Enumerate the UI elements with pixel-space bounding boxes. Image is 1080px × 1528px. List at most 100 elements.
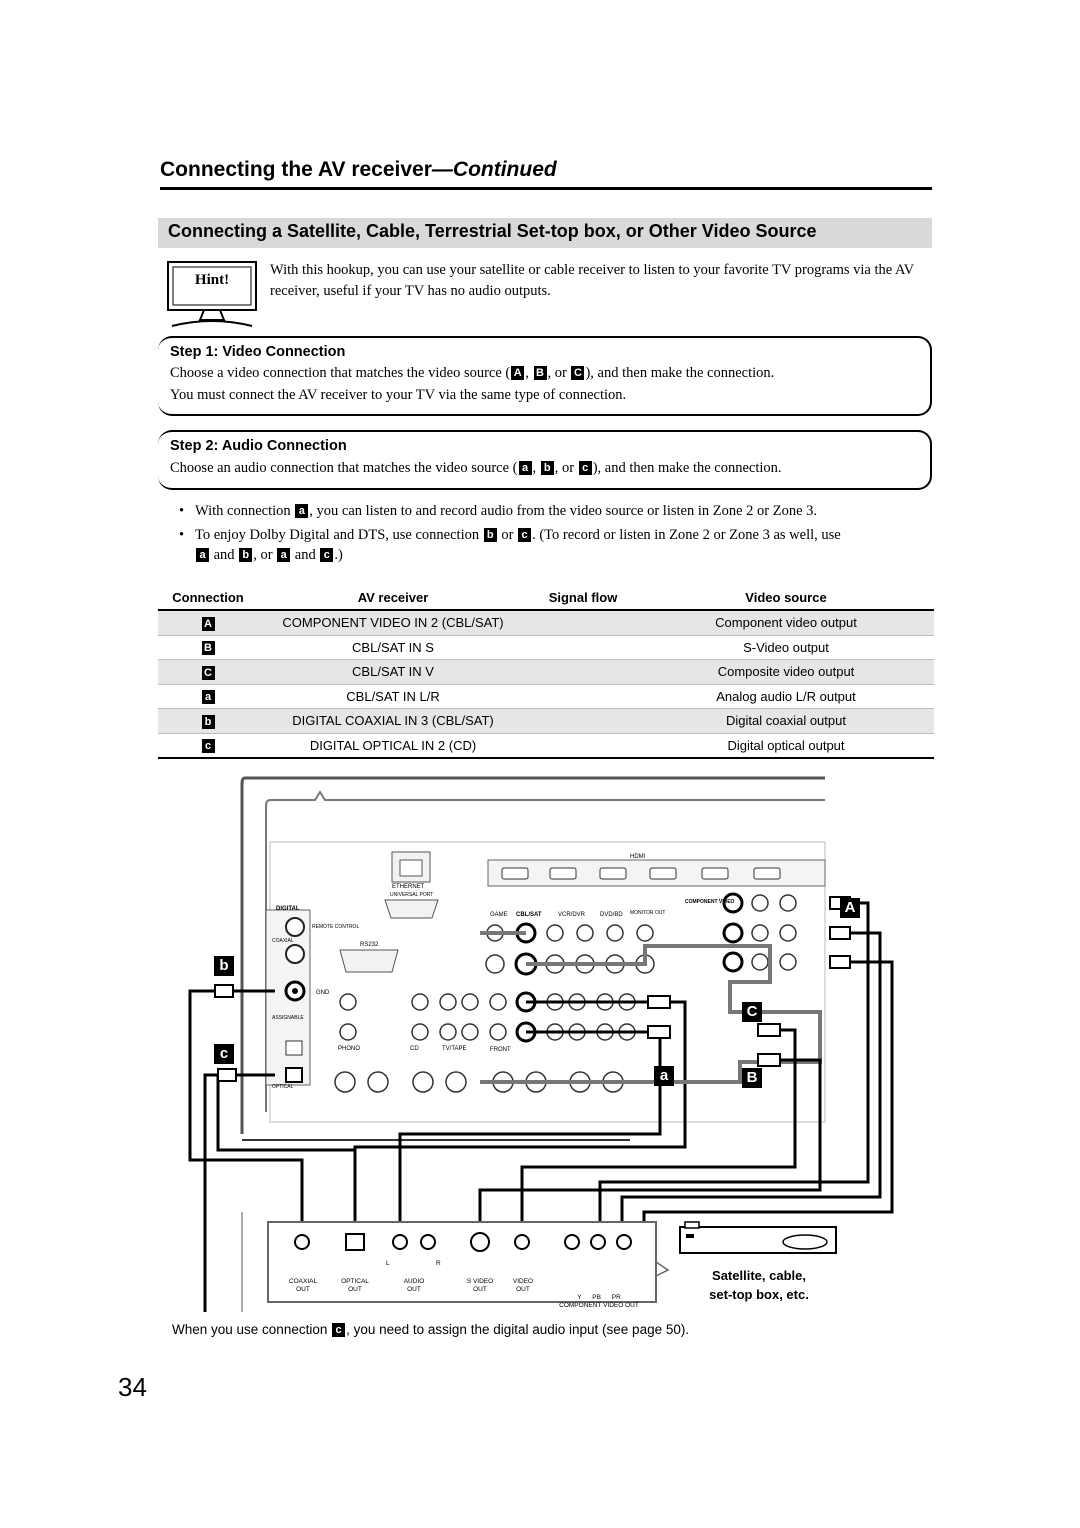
label-monitor-out: MONITOR OUT	[630, 910, 666, 916]
cell-signal-flow	[528, 684, 638, 709]
step2-sep2: , or	[554, 460, 578, 476]
video-out-l2: OUT	[516, 1286, 530, 1293]
bullet2-l2-badge2: b	[239, 548, 253, 562]
diagram-badge-A: A	[840, 898, 860, 918]
bullet2-badge2: c	[518, 528, 532, 542]
label-phono: PHONO	[338, 1046, 361, 1052]
bullet2-post: . (To record or listen in Zone 2 or Zone…	[532, 527, 841, 543]
label-r: R	[436, 1260, 441, 1267]
footnote-badge: c	[332, 1323, 346, 1337]
hint-tv-icon: Hint!	[164, 260, 260, 330]
cell-connection: a	[158, 684, 258, 709]
cell-av-receiver: CBL/SAT IN S	[258, 635, 528, 660]
page-header: Connecting the AV receiver—Continued	[160, 158, 557, 182]
cell-video-source: Component video output	[638, 610, 934, 636]
cell-video-source: Composite video output	[638, 659, 934, 685]
step1-sep1: ,	[525, 365, 533, 381]
header-continued: —Continued	[431, 158, 557, 181]
diagram-badge-c: c	[214, 1044, 234, 1064]
connection-badge: c	[201, 739, 215, 754]
bullet2-l2-and1: and	[210, 547, 239, 563]
cell-connection: c	[158, 733, 258, 759]
step1-line1-pre: Choose a video connection that matches t…	[170, 365, 511, 381]
step2-box: Step 2: Audio Connection Choose an audio…	[158, 430, 932, 490]
video-out-l1: VIDEO	[512, 1278, 534, 1285]
connection-badge: A	[201, 616, 215, 631]
connection-badge: b	[201, 714, 215, 729]
step1-title: Step 1: Video Connection	[170, 344, 346, 360]
component-out-l1: Y PB PR	[577, 1294, 621, 1301]
label-component-video: COMPONENT VIDEO	[685, 899, 735, 905]
bullet2-l2-or: , or	[253, 547, 277, 563]
cell-connection: A	[158, 610, 258, 636]
label-tv-tape: TV/TAPE	[442, 1046, 467, 1052]
audio-out-l2: OUT	[407, 1286, 421, 1293]
coaxial-out-l1: COAXIAL	[288, 1278, 318, 1285]
cell-video-source: Analog audio L/R output	[638, 684, 934, 709]
bullet2-l2-and2: and	[291, 547, 320, 563]
cell-av-receiver: CBL/SAT IN L/R	[258, 684, 528, 709]
diagram-badge-C: C	[742, 1002, 762, 1022]
label-vcr-dvr: VCR/DVR	[558, 912, 586, 918]
label-hdmi: HDMI	[630, 854, 646, 860]
header-connection: Connection	[172, 590, 244, 605]
label-front: FRONT	[490, 1047, 511, 1053]
connection-table: Connection AV receiver Signal flow Video…	[158, 588, 934, 759]
page-number: 34	[118, 1372, 147, 1402]
footnote-post: , you need to assign the digital audio i…	[346, 1322, 690, 1337]
table-header-row: Connection AV receiver Signal flow Video…	[158, 588, 934, 610]
step2-title: Step 2: Audio Connection	[170, 438, 347, 454]
label-l: L	[386, 1260, 390, 1267]
bullet2-l2-badge3: a	[277, 548, 291, 562]
label-ethernet: ETHERNET	[392, 884, 425, 890]
connection-badge: a	[201, 690, 215, 705]
cell-video-source: Digital optical output	[638, 733, 934, 759]
component-out-l2: COMPONENT VIDEO OUT	[559, 1302, 639, 1309]
hint-label: Hint!	[194, 272, 230, 288]
badge-b: b	[540, 461, 554, 475]
label-universal-port: UNIVERSAL PORT	[390, 892, 434, 898]
footnote-pre: When you use connection	[172, 1322, 332, 1337]
step1-sep2: , or	[547, 365, 571, 381]
label-dvd-bd: DVD/BD	[600, 912, 623, 918]
bullet2-badge1: b	[483, 528, 497, 542]
optical-out-l1: OPTICAL	[341, 1278, 369, 1285]
connection-diagram: ETHERNET UNIVERSAL PORT DIGITAL COAXIAL …	[180, 772, 940, 1332]
bullet2-pre: To enjoy Dolby Digital and DTS, use conn…	[195, 527, 483, 543]
bullet-2: •To enjoy Dolby Digital and DTS, use con…	[179, 527, 841, 543]
connection-badge: B	[201, 641, 215, 656]
step1-line1-post: ), and then make the connection.	[585, 365, 775, 381]
cell-av-receiver: DIGITAL COAXIAL IN 3 (CBL/SAT)	[258, 708, 528, 734]
hint-text: With this hookup, you can use your satel…	[270, 262, 914, 299]
label-digital: DIGITAL	[276, 906, 300, 912]
step1-line2: You must connect the AV receiver to your…	[170, 387, 627, 403]
diagram-badge-a: a	[654, 1066, 674, 1086]
label-game: GAME	[490, 912, 508, 918]
bullet1-badge: a	[295, 504, 309, 518]
bullet2-l2-badge1: a	[196, 548, 209, 562]
svideo-out-l1: S VIDEO	[466, 1278, 494, 1285]
step2-line1-pre: Choose an audio connection that matches …	[170, 460, 518, 476]
cell-signal-flow	[528, 635, 638, 660]
badge-c: c	[578, 461, 592, 475]
bullet2-l2-badge4: c	[320, 548, 334, 562]
badge-A: A	[511, 366, 525, 380]
step2-line1: Choose an audio connection that matches …	[170, 457, 782, 479]
label-cd: CD	[410, 1046, 419, 1052]
section-title: Connecting a Satellite, Cable, Terrestri…	[168, 221, 817, 241]
cell-av-receiver: COMPONENT VIDEO IN 2 (CBL/SAT)	[258, 610, 528, 636]
cell-connection: C	[158, 659, 258, 685]
label-optical: OPTICAL	[272, 1084, 294, 1090]
cell-connection: b	[158, 708, 258, 734]
cell-signal-flow	[528, 708, 638, 734]
bullet2-mid: or	[497, 527, 518, 543]
cell-connection: B	[158, 635, 258, 660]
